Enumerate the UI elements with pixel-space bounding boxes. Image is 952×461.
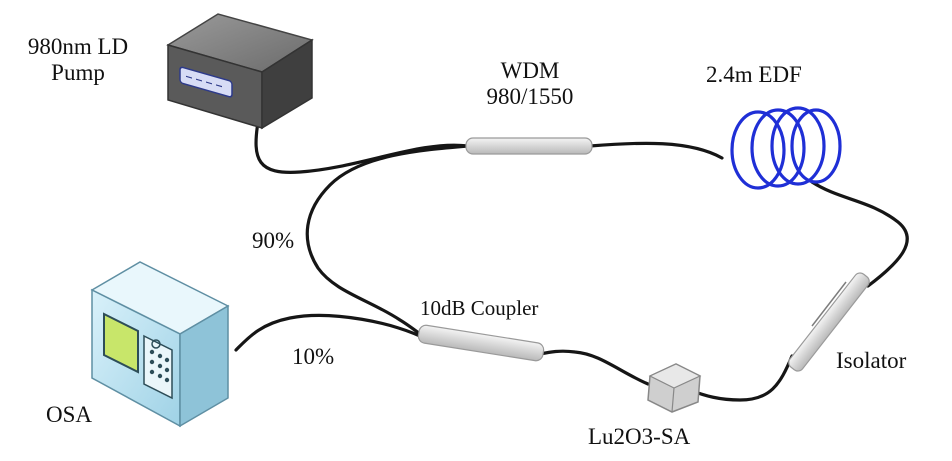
- fiber-wdm-to-coupler-90: [305, 144, 470, 342]
- pump-label-line2: Pump: [51, 60, 105, 86]
- wdm-label: WDM 980/1550: [460, 58, 600, 111]
- ratio-90-label: 90%: [252, 228, 295, 253]
- pump-label: 980nm LD Pump: [8, 34, 148, 87]
- fiber-wdm-to-edf: [588, 141, 724, 160]
- saturable-absorber-icon: [647, 363, 702, 413]
- fiber-sa-to-coupler: [538, 349, 650, 386]
- wdm-label-line2: 980/1550: [486, 84, 574, 110]
- fiber-edf-to-isolator: [810, 180, 909, 288]
- fiber-paths: [234, 120, 909, 402]
- wdm-coupler-icon: [465, 137, 593, 155]
- osa-label: OSA: [46, 402, 93, 427]
- isolator-label: Isolator: [836, 348, 907, 373]
- fiber-coupler-icon: [417, 324, 545, 362]
- optical-spectrum-analyzer-icon: [90, 261, 230, 428]
- pump-label-line1: 980nm LD: [27, 34, 129, 59]
- coupler-label: 10dB Coupler: [420, 296, 539, 320]
- fiber-coupler-to-osa: [234, 313, 430, 352]
- ratio-10-label: 10%: [292, 344, 335, 369]
- isolator-icon: [788, 272, 870, 372]
- fiber-isolator-to-sa: [688, 354, 794, 402]
- sa-label: Lu2O3-SA: [588, 424, 691, 449]
- fiber-pump-to-wdm: [254, 120, 470, 174]
- wdm-label-line1: WDM: [500, 58, 560, 83]
- edf-label: 2.4m EDF: [706, 62, 802, 87]
- laser-diode-pump-icon: [166, 13, 314, 130]
- fiber-coil-icon: [730, 106, 842, 190]
